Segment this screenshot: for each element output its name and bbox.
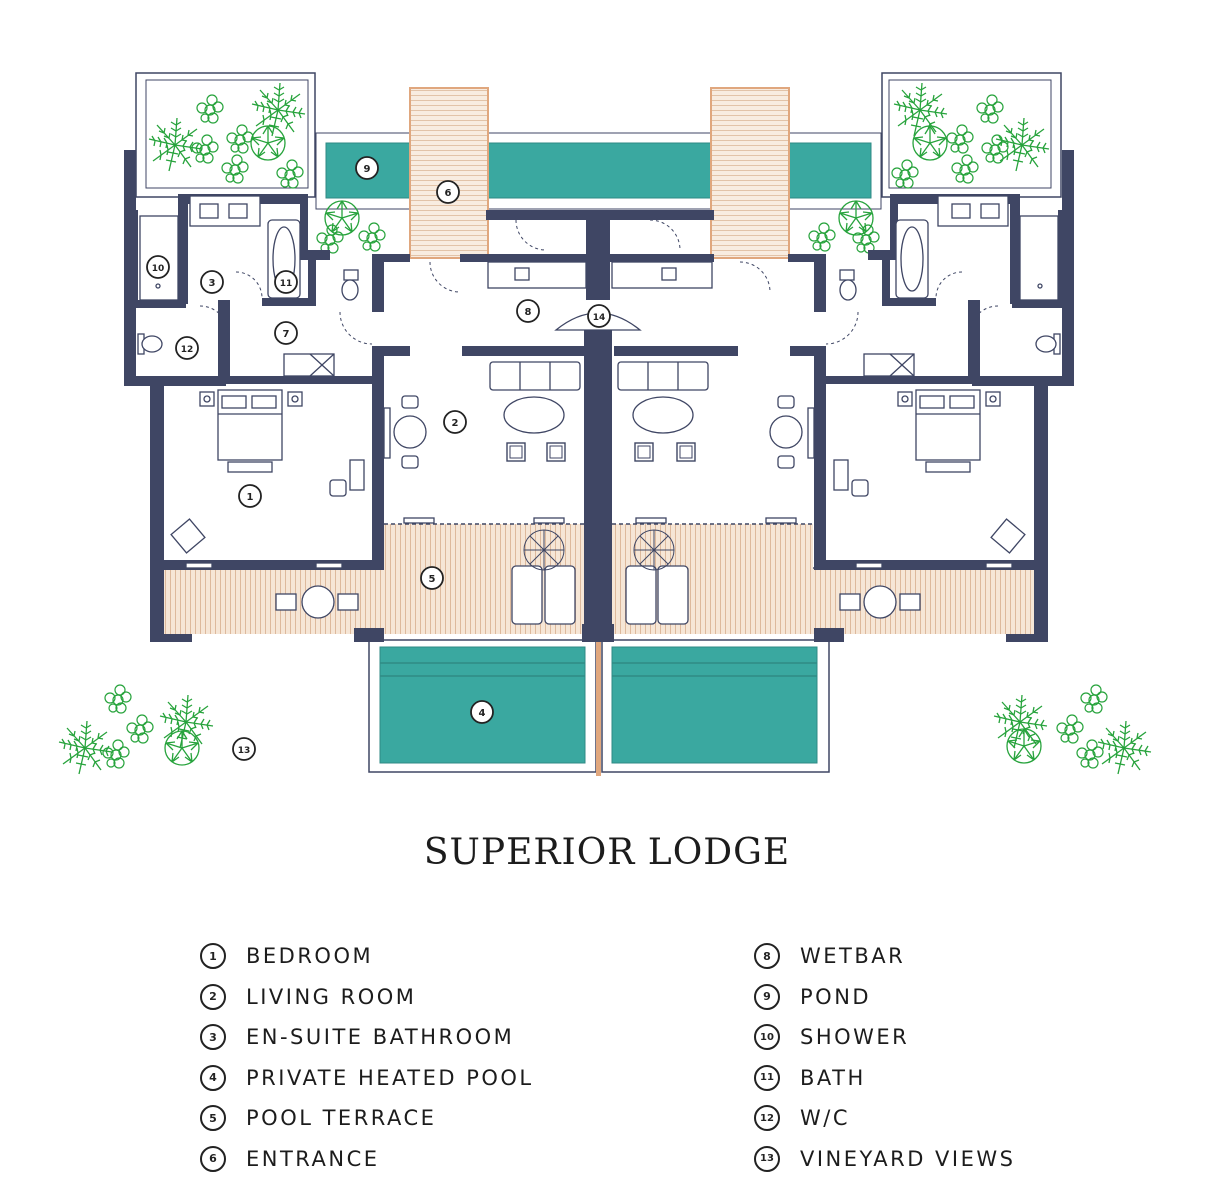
- legend-label: ENTRANCE: [246, 1146, 380, 1171]
- plan-label-14: 14: [587, 304, 611, 328]
- plan-labels: 1 2 3 4 5 6 7 8 9 10 11 12 13 14: [146, 156, 611, 761]
- svg-text:2: 2: [452, 418, 459, 429]
- door-swings: [199, 219, 999, 345]
- legend-item: 8 WETBAR: [754, 936, 1015, 977]
- legend-label: SHOWER: [800, 1025, 910, 1050]
- svg-text:8: 8: [525, 307, 532, 318]
- svg-text:13: 13: [238, 746, 251, 756]
- garden-top-right: [881, 72, 1062, 198]
- svg-text:1: 1: [247, 492, 254, 503]
- legend-item: 10 SHOWER: [754, 1017, 1015, 1058]
- walls: [124, 150, 1074, 642]
- plan-label-6: 6: [436, 180, 460, 204]
- legend-label: LIVING ROOM: [246, 984, 417, 1009]
- plan-label-9: 9: [355, 156, 379, 180]
- legend-label: POND: [800, 984, 872, 1009]
- plan-label-1: 1: [238, 484, 262, 508]
- svg-text:3: 3: [209, 278, 216, 289]
- legend-number: 6: [200, 1145, 226, 1172]
- legend-label: VINEYARD VIEWS: [800, 1146, 1016, 1171]
- plan-title: SUPERIOR LODGE: [423, 832, 791, 873]
- legend-number: 8: [754, 943, 780, 970]
- vineyard-foliage-right: [993, 684, 1152, 775]
- plan-label-2: 2: [443, 410, 467, 434]
- legend-right: 8 WETBAR 9 POND 10 SHOWER 11 BATH 12 W/C 13 VI…: [754, 936, 1015, 1179]
- plan-label-11: 11: [274, 270, 298, 294]
- svg-text:10: 10: [152, 264, 165, 274]
- legend-left: 1 BEDROOM 2 LIVING ROOM 3 EN-SUITE BATHROOM…: [200, 936, 534, 1179]
- legend-label: W/C: [800, 1106, 851, 1131]
- plan-label-12: 12: [175, 336, 199, 360]
- svg-text:12: 12: [181, 345, 194, 355]
- plan-label-3: 3: [200, 270, 224, 294]
- legend-label: PRIVATE HEATED POOL: [246, 1065, 534, 1090]
- garden-top-left: [135, 72, 316, 198]
- legend-number: 4: [200, 1064, 226, 1091]
- legend-number: 1: [200, 943, 226, 970]
- legend-number: 5: [200, 1105, 226, 1132]
- legend-number: 11: [754, 1064, 780, 1091]
- svg-text:4: 4: [479, 708, 486, 719]
- svg-text:7: 7: [283, 329, 290, 340]
- legend-number: 10: [754, 1024, 780, 1051]
- legend-label: BEDROOM: [246, 944, 374, 969]
- legend-number: 13: [754, 1145, 780, 1172]
- plan-label-5: 5: [420, 566, 444, 590]
- legend-number: 9: [754, 983, 780, 1010]
- legend-label: EN-SUITE BATHROOM: [246, 1025, 515, 1050]
- svg-text:6: 6: [445, 188, 452, 199]
- legend-label: POOL TERRACE: [246, 1106, 437, 1131]
- legend-item: 3 EN-SUITE BATHROOM: [200, 1017, 534, 1058]
- svg-text:11: 11: [280, 279, 293, 289]
- plan-label-4: 4: [470, 700, 494, 724]
- legend-label: WETBAR: [800, 944, 906, 969]
- legend-item: 6 ENTRANCE: [200, 1139, 534, 1180]
- legend-item: 11 BATH: [754, 1058, 1015, 1099]
- legend-item: 2 LIVING ROOM: [200, 977, 534, 1018]
- legend-item: 4 PRIVATE HEATED POOL: [200, 1058, 534, 1099]
- svg-text:5: 5: [429, 574, 436, 585]
- vineyard-foliage-left: [58, 684, 214, 775]
- legend-number: 3: [200, 1024, 226, 1051]
- svg-text:9: 9: [364, 164, 371, 175]
- plan-label-13: 13: [232, 737, 256, 761]
- legend-item: 12 W/C: [754, 1098, 1015, 1139]
- legend-number: 12: [754, 1105, 780, 1132]
- legend-item: 1 BEDROOM: [200, 936, 534, 977]
- plan-label-7: 7: [274, 321, 298, 345]
- svg-text:14: 14: [593, 313, 606, 323]
- legend-item: 13 VINEYARD VIEWS: [754, 1139, 1015, 1180]
- legend-number: 2: [200, 983, 226, 1010]
- private-pools: [368, 639, 830, 776]
- legend-item: 9 POND: [754, 977, 1015, 1018]
- furniture: [137, 195, 1061, 625]
- plan-label-10: 10: [146, 255, 170, 279]
- floor-plan: 1 2 3 4 5 6 7 8 9 10 11 12 13 14: [58, 72, 1152, 776]
- legend-label: BATH: [800, 1065, 866, 1090]
- legend-item: 5 POOL TERRACE: [200, 1098, 534, 1139]
- entrance-stairs: [409, 87, 790, 259]
- plan-label-8: 8: [516, 299, 540, 323]
